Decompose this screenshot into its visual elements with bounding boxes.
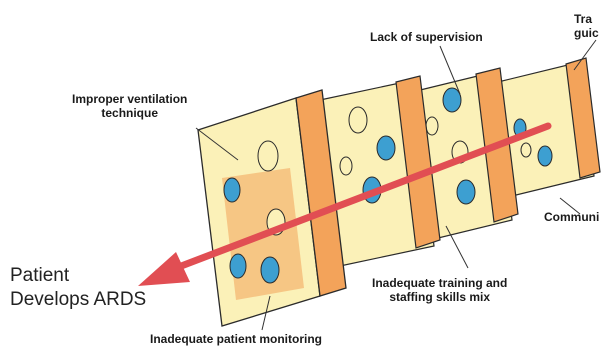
label-lack-of-supervision: Lack of supervision [370, 30, 483, 44]
label-communication: Communi [544, 210, 599, 224]
label-inadequate-monitoring-text: Inadequate patient monitoring [150, 332, 322, 346]
label-improper-ventilation-1: Improper ventilation [72, 92, 187, 106]
label-inadequate-training: Inadequate training and staffing skills … [372, 276, 507, 304]
outcome-label: Patient Develops ARDS [10, 264, 146, 312]
label-communication-text: Communi [544, 210, 599, 224]
label-improper-ventilation-2: technique [72, 106, 187, 120]
label-training-guidance: Tra guic [574, 12, 599, 40]
outcome-line-1: Patient [10, 264, 146, 288]
label-training-guidance-1: Tra [574, 12, 599, 26]
outcome-line-2: Develops ARDS [10, 288, 146, 312]
label-inadequate-training-2: staffing skills mix [372, 290, 507, 304]
label-improper-ventilation: Improper ventilation technique [72, 92, 187, 120]
label-inadequate-training-1: Inadequate training and [372, 276, 507, 290]
label-training-guidance-2: guic [574, 26, 599, 40]
label-inadequate-monitoring: Inadequate patient monitoring [150, 332, 322, 346]
label-lack-of-supervision-text: Lack of supervision [370, 30, 483, 44]
